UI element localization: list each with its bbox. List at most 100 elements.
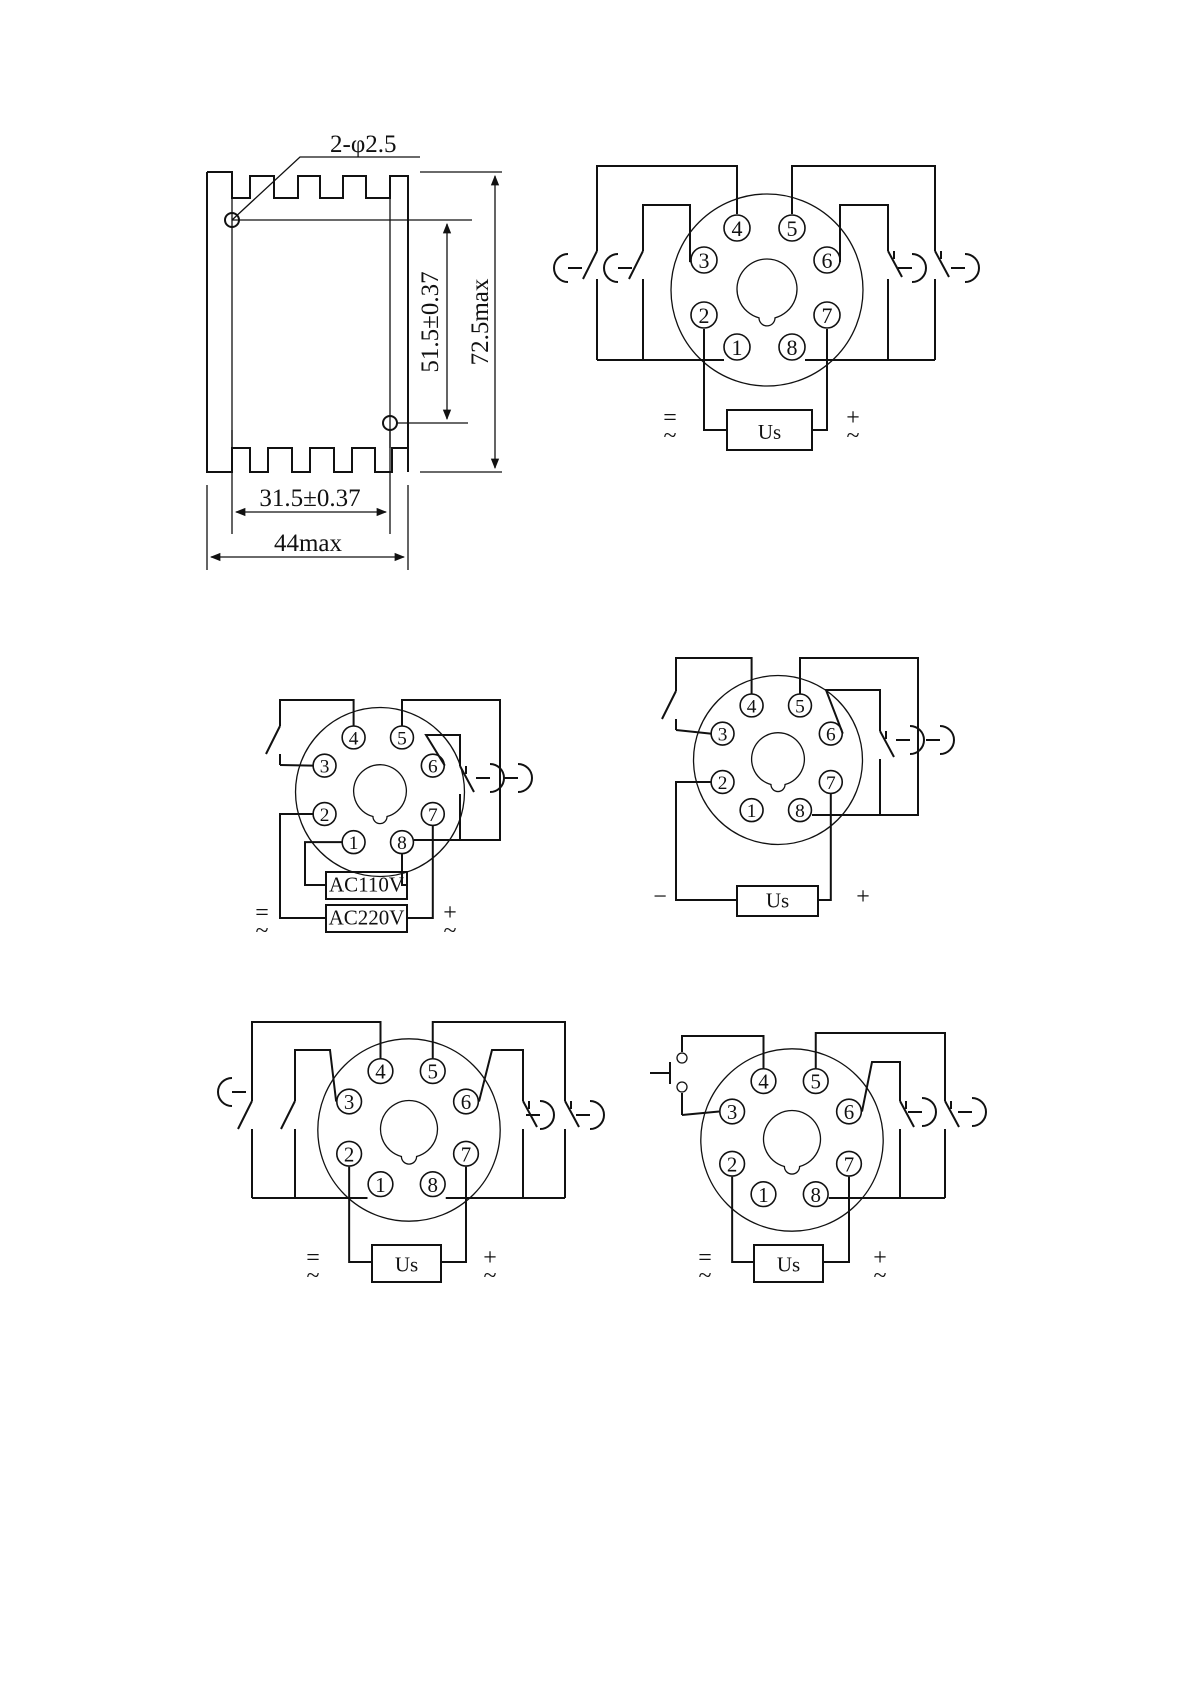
wire	[676, 782, 737, 900]
socket-outline	[318, 1039, 500, 1221]
wire	[433, 1022, 565, 1090]
wire	[682, 1036, 764, 1068]
pushbutton-terminal	[677, 1082, 687, 1092]
wiring-diagram-4: 12345678Us=~+~	[218, 1022, 604, 1289]
wire	[583, 251, 597, 279]
pin-label-7: 7	[826, 773, 836, 794]
socket-outline	[701, 1049, 883, 1231]
wire	[676, 730, 711, 734]
pin-label-4: 4	[732, 216, 743, 241]
pin-label-6: 6	[826, 725, 836, 746]
actuator	[540, 1101, 554, 1129]
wire	[862, 1062, 900, 1112]
wire	[629, 251, 643, 279]
pin-label-4: 4	[375, 1060, 386, 1084]
pin-label-8: 8	[787, 335, 798, 360]
wire	[280, 765, 313, 766]
actuator	[922, 1098, 936, 1126]
wire	[252, 1022, 381, 1090]
pin-label-2: 2	[699, 303, 710, 328]
wire	[676, 658, 752, 693]
pin-label-7: 7	[822, 303, 833, 328]
supply-box-us-label: Us	[777, 1253, 800, 1277]
pushbutton-terminal	[677, 1053, 687, 1063]
socket-keyway	[764, 1111, 821, 1175]
width-label: 44max	[274, 530, 343, 557]
wire	[238, 1101, 252, 1129]
wire	[840, 205, 888, 262]
actuator	[490, 764, 504, 792]
actuator	[912, 254, 926, 282]
socket-outline	[296, 708, 465, 877]
pin-label-3: 3	[320, 757, 330, 778]
wire	[266, 726, 280, 754]
pin-label-8: 8	[811, 1183, 821, 1207]
wire	[812, 329, 827, 430]
wire	[281, 1101, 295, 1129]
polarity-plus-ac: +~	[443, 900, 457, 944]
dimension-drawing: 2-φ2.5 72.5max 51.5±0.37 31.5±0.37 44max	[207, 131, 502, 570]
supply-box-us-label: Us	[766, 889, 789, 913]
pin-label-2: 2	[718, 773, 728, 794]
polarity-plus-ac: +~	[873, 1245, 887, 1289]
pin-label-5: 5	[787, 216, 798, 241]
pin-label-5: 5	[428, 1060, 438, 1084]
pin-label-1: 1	[747, 801, 757, 822]
socket-keyway	[737, 259, 797, 326]
pin-label-3: 3	[699, 248, 710, 273]
supply-box-ac220v-label: AC220V	[329, 905, 405, 929]
wire	[597, 166, 737, 240]
actuator	[940, 726, 954, 754]
polarity-minus-ac: =~	[698, 1245, 712, 1289]
supply-box-us-label: Us	[758, 420, 781, 444]
pin-label-7: 7	[428, 805, 438, 826]
pin-label-5: 5	[397, 728, 407, 749]
pin-label-2: 2	[344, 1142, 354, 1166]
polarity-plus-ac: +~	[846, 405, 860, 449]
wire	[402, 700, 500, 840]
wire	[643, 205, 691, 262]
socket-outline	[694, 676, 863, 845]
polarity-plus-ac: +~	[483, 1245, 497, 1289]
pin-label-3: 3	[344, 1090, 354, 1114]
pin-label-1: 1	[732, 335, 743, 360]
polarity-minus-ac: =~	[255, 900, 269, 944]
pin-label-7: 7	[461, 1142, 471, 1166]
pin-label-5: 5	[795, 696, 805, 717]
actuator	[965, 254, 979, 282]
hole-leader	[232, 157, 420, 220]
hole-vertical-label: 51.5±0.37	[417, 271, 444, 372]
pin-label-2: 2	[320, 805, 330, 826]
pin-label-6: 6	[822, 248, 833, 273]
wire	[732, 1177, 754, 1262]
wire	[818, 794, 831, 900]
wire	[792, 166, 935, 240]
wiring-diagram-2: 12345678AC110VAC220V=~+~	[255, 700, 532, 944]
pin-label-1: 1	[349, 833, 359, 854]
wire	[662, 691, 676, 719]
pin-label-6: 6	[844, 1100, 854, 1124]
pin-label-8: 8	[428, 1173, 438, 1197]
polarity-minus: −	[653, 884, 667, 910]
polarity-plus: +	[856, 884, 870, 910]
actuator	[554, 254, 568, 282]
pin-label-2: 2	[727, 1152, 737, 1176]
relay-outline	[207, 172, 408, 472]
pin-label-5: 5	[811, 1070, 821, 1094]
pin-label-6: 6	[461, 1090, 471, 1114]
pin-label-8: 8	[795, 801, 805, 822]
wire	[280, 700, 354, 725]
hole-label: 2-φ2.5	[330, 131, 397, 158]
supply-box-ac110v-label: AC110V	[329, 872, 404, 896]
actuator	[218, 1078, 232, 1106]
pin-label-3: 3	[718, 725, 728, 746]
hole-horizontal-label: 31.5±0.37	[259, 485, 360, 512]
pin-label-1: 1	[758, 1183, 768, 1207]
pin-label-4: 4	[349, 728, 359, 749]
pin-label-8: 8	[397, 833, 407, 854]
polarity-minus-ac: =~	[663, 405, 677, 449]
actuator	[604, 254, 618, 282]
pin-label-4: 4	[747, 696, 757, 717]
